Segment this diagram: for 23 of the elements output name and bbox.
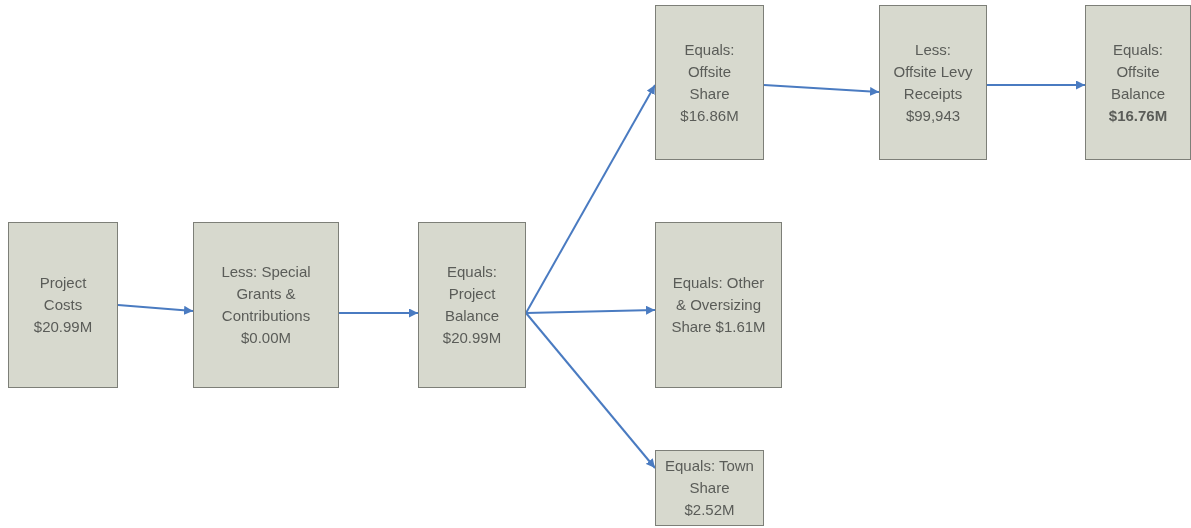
box-text: Project Costs $20.99M bbox=[32, 273, 94, 337]
arrow bbox=[525, 312, 656, 469]
process-box bbox=[655, 222, 782, 388]
box-text: Equals: Project Balance $20.99M bbox=[441, 262, 503, 348]
process-box bbox=[879, 5, 987, 160]
arrow bbox=[986, 80, 1086, 90]
box-text: Less: Offsite Levy Receipts $99,943 bbox=[893, 39, 973, 126]
process-box bbox=[1085, 5, 1191, 160]
box-text: Equals: Town Share $2.52M bbox=[664, 456, 755, 520]
process-box bbox=[655, 5, 764, 160]
box-text: Equals: Offsite Share $16.86M bbox=[679, 39, 740, 126]
process-box bbox=[193, 222, 339, 388]
process-box bbox=[8, 222, 118, 388]
process-box bbox=[655, 450, 764, 526]
box-text: Equals: Other & Oversizing Share $1.61M bbox=[670, 273, 767, 337]
process-box bbox=[418, 222, 526, 388]
arrow bbox=[117, 304, 194, 315]
arrow bbox=[525, 84, 656, 314]
arrow bbox=[763, 84, 880, 96]
arrow bbox=[338, 308, 419, 318]
box-text: Less: Special Grants & Contributions $0.00M bbox=[220, 262, 312, 348]
arrow bbox=[525, 305, 656, 315]
box-text: Equals: Offsite Balance $16.76M bbox=[1107, 39, 1169, 126]
